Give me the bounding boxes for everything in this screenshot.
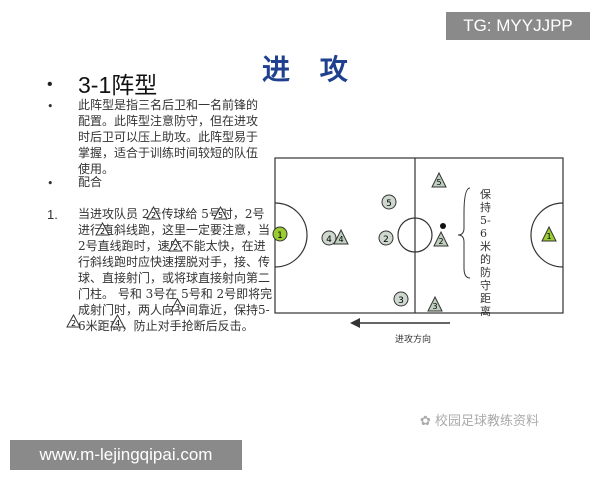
futsal-field-diagram: 1 4 2 5 3 4 5 2 3 1 bbox=[272, 157, 564, 328]
slide-title: 进 攻 bbox=[262, 53, 358, 86]
triangle-icon: 2 bbox=[95, 222, 110, 236]
triangle-icon: 5 bbox=[213, 206, 228, 220]
distance-bracket bbox=[457, 187, 471, 279]
cooperation-label: 配合 bbox=[78, 175, 103, 189]
player-triangle: 2 bbox=[433, 230, 449, 247]
defense-distance-note: 保持5-6米的防守距离 bbox=[480, 188, 491, 318]
player-circle: 4 bbox=[321, 230, 337, 246]
player-number: 2 bbox=[438, 237, 443, 246]
player-number: 5 bbox=[386, 199, 392, 209]
svg-text:4: 4 bbox=[115, 319, 120, 328]
player-number: 4 bbox=[326, 235, 332, 245]
triangle-icon: 2 bbox=[66, 314, 81, 328]
item-number: 1. bbox=[47, 207, 58, 222]
triangle-icon: 2 bbox=[168, 238, 183, 252]
formation-description: 此阵型是指三名后卫和一名前锋的配置。此阵型注意防守，但在进攻时后卫可以压上助攻。… bbox=[78, 98, 259, 176]
formation-heading: 3-1阵型 bbox=[78, 72, 158, 98]
ball-icon bbox=[440, 223, 446, 229]
player-number: 1 bbox=[546, 232, 551, 241]
triangle-icon: 2 bbox=[146, 206, 161, 220]
triangle-icon: 3 bbox=[170, 298, 185, 312]
wechat-icon: ✿ bbox=[420, 414, 431, 429]
field-outline bbox=[274, 157, 564, 314]
right-penalty-arc bbox=[530, 202, 564, 268]
center-circle bbox=[397, 217, 433, 253]
player-number: 1 bbox=[277, 231, 283, 241]
player-triangle: 5 bbox=[431, 171, 447, 188]
svg-text:2: 2 bbox=[71, 319, 76, 328]
wechat-watermark-text: 校园足球教练资料 bbox=[435, 414, 540, 429]
svg-text:5: 5 bbox=[218, 211, 223, 220]
bullet-dot: • bbox=[47, 76, 53, 93]
left-penalty-arc bbox=[274, 202, 308, 268]
svg-text:2: 2 bbox=[173, 243, 178, 252]
player-triangle: 3 bbox=[427, 295, 443, 312]
player-number: 3 bbox=[398, 296, 404, 306]
player-number: 4 bbox=[338, 235, 343, 244]
bullet-dot: • bbox=[47, 177, 54, 190]
svg-text:3: 3 bbox=[175, 303, 180, 312]
player-number: 2 bbox=[383, 235, 389, 245]
corner-badge: TG: MYYJJPP bbox=[446, 12, 590, 40]
player-circle: 5 bbox=[381, 194, 397, 210]
attack-direction-label: 进攻方向 bbox=[395, 335, 432, 345]
player-triangle: 4 bbox=[333, 228, 349, 245]
svg-text:2: 2 bbox=[100, 227, 105, 236]
wechat-watermark: ✿ 校园足球教练资料 bbox=[420, 410, 539, 429]
player-number: 3 bbox=[432, 302, 437, 311]
svg-text:2: 2 bbox=[151, 211, 156, 220]
player-circle: 3 bbox=[393, 291, 409, 307]
player-circle: 1 bbox=[272, 226, 288, 242]
bullet-dot: • bbox=[47, 100, 54, 113]
player-circle: 2 bbox=[378, 230, 394, 246]
player-number: 5 bbox=[436, 178, 441, 187]
triangle-icon: 4 bbox=[110, 314, 125, 328]
player-triangle: 1 bbox=[541, 225, 557, 242]
url-watermark: www.m-lejingqipai.com bbox=[10, 440, 242, 470]
attack-direction-arrow bbox=[350, 318, 450, 328]
field-lines bbox=[274, 157, 564, 314]
